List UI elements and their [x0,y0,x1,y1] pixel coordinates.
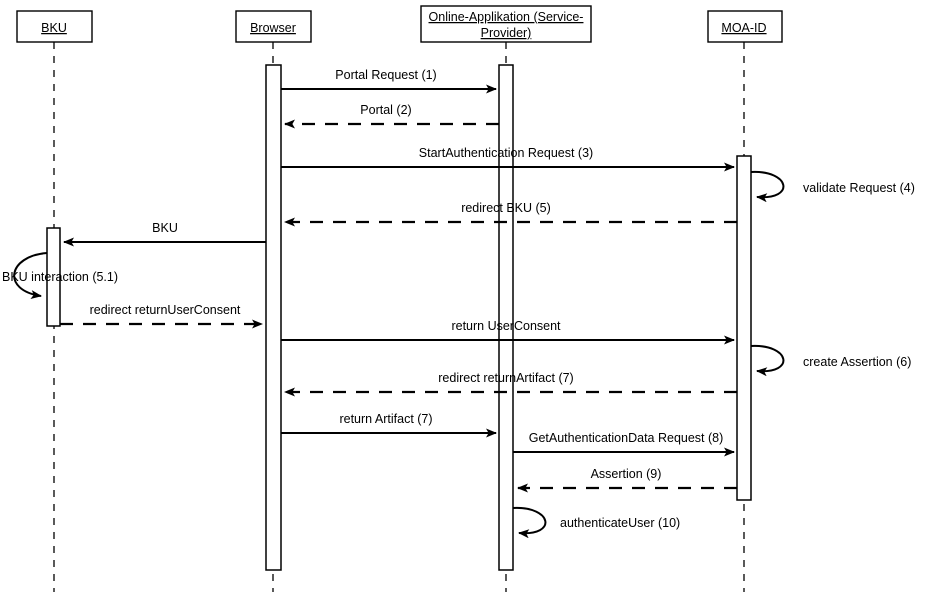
message-label-create-assertion: create Assertion (6) [803,355,911,369]
message-label-bku: BKU [152,221,178,235]
message-label-redirect-return-artifact: redirect returnArtifact (7) [438,371,573,385]
message-label-authenticate-user: authenticateUser (10) [560,516,680,530]
participant-box-moa-id[interactable] [707,10,783,43]
activation-bars-group [46,64,752,571]
message-label-portal-request: Portal Request (1) [335,68,436,82]
message-label-get-authentication-data-request: GetAuthenticationData Request (8) [529,431,724,445]
participant-box-online-applikation[interactable] [420,5,592,43]
message-label-start-authentication-request: StartAuthentication Request (3) [419,146,593,160]
activation-bar-online-applikation [498,64,514,571]
message-label-portal: Portal (2) [360,103,411,117]
participant-label-moa-id: MOA-ID [721,21,766,35]
message-selfloop-validate-request [750,170,785,203]
message-label-return-user-consent: return UserConsent [451,319,561,333]
participant-label-bku: BKU [41,21,67,35]
participant-box-browser[interactable] [235,10,312,43]
activation-bar-moa-id [736,155,752,501]
participant-moa-id[interactable]: MOA-ID [707,10,783,43]
message-selfloop-create-assertion [750,344,785,377]
message-get-authentication-data-request: GetAuthenticationData Request (8) [513,431,735,457]
message-label-validate-request: validate Request (4) [803,181,915,195]
message-bku: BKU [63,221,266,247]
message-label-assertion: Assertion (9) [591,467,662,481]
message-return-user-consent: return UserConsent [281,319,735,345]
message-label-redirect-return-user-consent: redirect returnUserConsent [90,303,241,317]
message-redirect-bku: redirect BKU (5) [284,201,737,227]
message-label-redirect-bku: redirect BKU (5) [461,201,551,215]
participant-bku[interactable]: BKU [16,10,93,43]
message-portal: Portal (2) [284,103,499,129]
message-assertion: Assertion (9) [517,467,737,493]
message-redirect-return-user-consent: redirect returnUserConsent [60,303,263,329]
message-label-bku-interaction: BKU interaction (5.1) [2,270,118,284]
activation-bar-bku [46,227,61,327]
message-authenticate-user: authenticateUser (10) [512,506,680,539]
message-validate-request: validate Request (4) [750,170,915,203]
message-label-return-artifact: return Artifact (7) [339,412,432,426]
participant-label-browser: Browser [250,21,296,35]
participant-online-applikation[interactable]: Online-Applikation (Service- Provider) [420,5,592,43]
message-portal-request: Portal Request (1) [281,68,497,94]
message-redirect-return-artifact: redirect returnArtifact (7) [284,371,737,397]
participant-label-online-applikation-line2: Provider) [481,26,532,40]
message-selfloop-bku-interaction [13,252,48,299]
message-selfloop-authenticate-user [512,506,547,539]
message-start-authentication-request: StartAuthentication Request (3) [281,146,735,172]
participant-box-bku[interactable] [16,10,93,43]
message-bku-interaction: BKU interaction (5.1) [2,252,118,299]
participant-label-online-applikation-line1: Online-Applikation (Service- [429,10,584,24]
message-create-assertion: create Assertion (6) [750,344,911,377]
message-return-artifact: return Artifact (7) [281,412,497,438]
activation-bar-browser [265,64,282,571]
participant-browser[interactable]: Browser [235,10,312,43]
